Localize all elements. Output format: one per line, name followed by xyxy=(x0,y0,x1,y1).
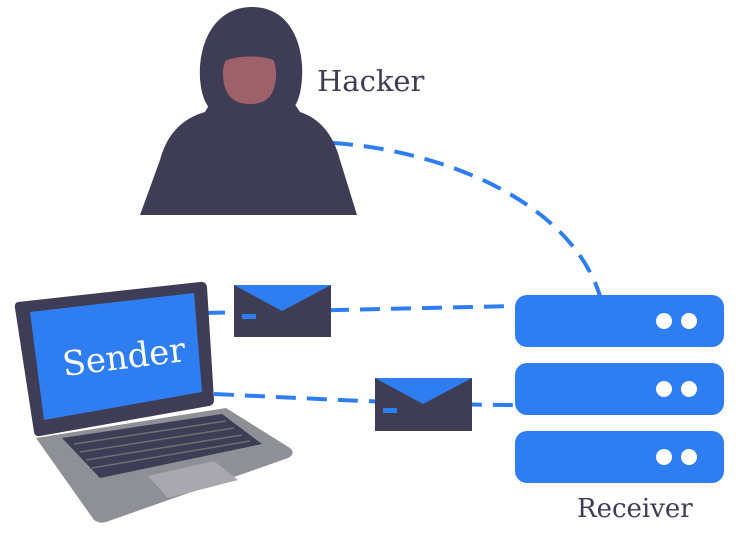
server-light-icon xyxy=(681,381,697,397)
receiver-label: Receiver xyxy=(577,494,693,524)
server-light-icon xyxy=(656,381,672,397)
hacker-face xyxy=(222,48,277,104)
server-unit xyxy=(515,431,724,483)
envelope-address-line xyxy=(383,408,397,413)
server-light-icon xyxy=(656,449,672,465)
server-light-icon xyxy=(681,449,697,465)
hacker-label: Hacker xyxy=(317,64,425,98)
server-unit xyxy=(515,363,724,415)
hacker-to-receiver-line xyxy=(332,141,602,297)
server-unit xyxy=(515,295,724,347)
laptop-trackpad xyxy=(148,461,238,498)
connection-lines xyxy=(204,141,602,407)
server-light-icon xyxy=(681,313,697,329)
laptop-keyboard xyxy=(62,414,262,478)
server-stack-icon xyxy=(515,295,724,483)
envelope-icon xyxy=(234,285,331,337)
hacker-body xyxy=(140,100,357,215)
sender-to-receiver-line-bottom xyxy=(213,392,515,407)
envelope-icon xyxy=(375,378,472,431)
laptop-screen xyxy=(30,293,202,420)
hacker-face-shadow xyxy=(220,46,280,64)
server-light-icon xyxy=(656,313,672,329)
keyboard-keys xyxy=(73,420,251,469)
envelope-address-line xyxy=(242,314,256,319)
laptop-icon: Sender xyxy=(14,281,293,523)
envelope-flap xyxy=(234,285,331,311)
sender-to-receiver-line-top xyxy=(204,304,516,315)
hooded-hacker-icon xyxy=(140,7,357,215)
envelope-flap xyxy=(375,378,472,404)
